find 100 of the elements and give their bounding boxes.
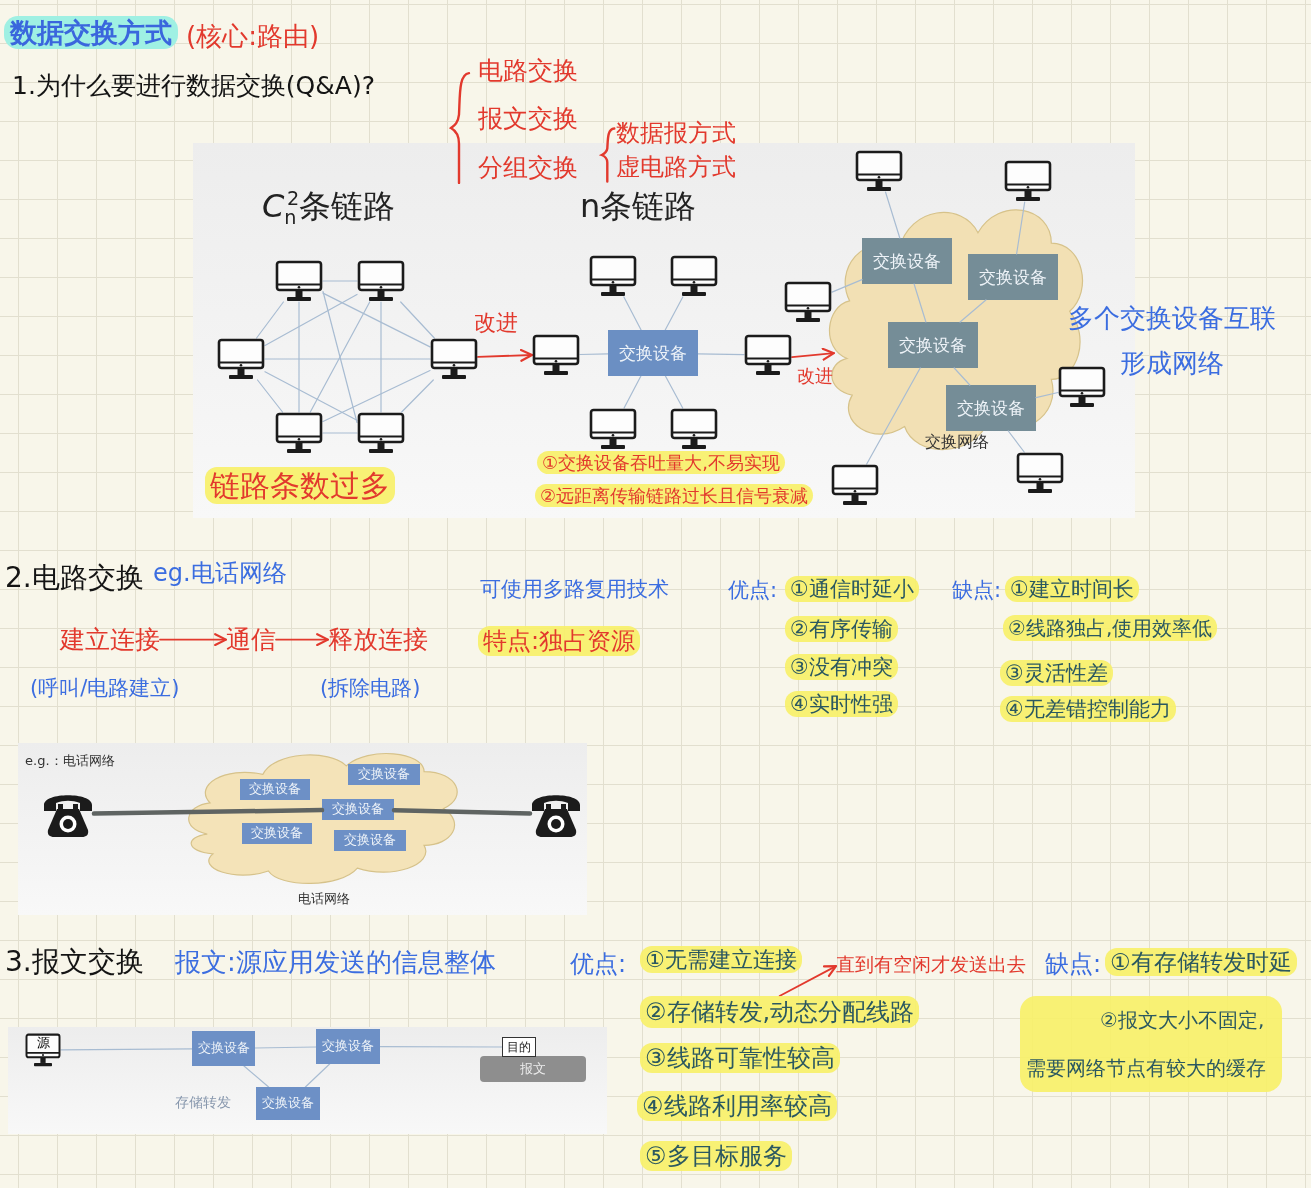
switch-box: 交换设备 [946, 385, 1036, 431]
list-item: ②存储转发,动态分配线路 [640, 996, 920, 1028]
list-item: ②线路独占,使用效率低 [1003, 615, 1218, 641]
switch-box: 交换设备 [968, 254, 1058, 300]
list-heading: 优点: [728, 578, 778, 602]
list-item: ③灵活性差 [1000, 660, 1113, 686]
switch-box: 交换设备 [608, 330, 698, 376]
cloud-label: 电话网络 [297, 890, 351, 908]
arrow [275, 633, 330, 647]
note-text: (拆除电路) [320, 675, 421, 702]
connector-line [256, 301, 284, 339]
connector-line [322, 280, 358, 282]
list-heading: 优点: [570, 950, 627, 978]
connector-line [256, 379, 284, 413]
list-heading: 缺点: [1045, 950, 1102, 978]
connector-line [322, 290, 358, 424]
list-item: ③没有冲突 [785, 654, 898, 680]
computer-icon [357, 412, 405, 454]
switch-box: 交换设备 [322, 799, 394, 820]
computer-icon [670, 255, 718, 297]
connector-line [322, 432, 358, 434]
note-text: eg.电话网络 [153, 559, 287, 587]
connector-line [264, 293, 358, 347]
note-text: 可使用多路复用技术 [480, 577, 669, 601]
computer-icon [1004, 160, 1052, 202]
list-item: 电路交换 [478, 56, 578, 85]
connector-line [664, 296, 684, 331]
switch-box: 交换设备 [862, 238, 952, 284]
step-text: 通信 [226, 624, 276, 656]
diagram-caption: C$_{n}$$^{2}$条链路 [262, 187, 396, 225]
connector-line [254, 1046, 317, 1049]
connector-line [831, 279, 863, 293]
connector-line [264, 371, 358, 421]
switch-box: 交换设备 [348, 764, 420, 785]
diagram-caption: 存储转发 [175, 1094, 231, 1110]
list-item: ①无需建立连接 [640, 946, 802, 973]
computer-icon [357, 260, 405, 302]
switch-box: 交换设备 [256, 1087, 320, 1120]
list-item: 报文交换 [478, 104, 578, 133]
connector-line [579, 353, 609, 356]
arrow [159, 633, 228, 647]
note-text: 特点:独占资源 [478, 626, 641, 656]
connector-line [664, 375, 684, 409]
connector-line [400, 301, 435, 339]
connector-line [953, 367, 971, 386]
message-bar: 报文 [480, 1056, 586, 1082]
computer-icon [589, 255, 637, 297]
connector-line [91, 807, 325, 816]
list-item: ②报文大小不固定,需要网络节点有较大的缓存 [1020, 996, 1282, 1092]
connector-line [623, 296, 642, 331]
edge-label: 改进 [474, 309, 518, 337]
computer-icon [855, 150, 903, 192]
question-text: 1.为什么要进行数据交换(Q&A)? [12, 71, 375, 100]
connector-line [401, 379, 434, 413]
list-item: ⑤多目标服务 [640, 1141, 792, 1171]
computer-icon [1058, 366, 1106, 408]
cloud-label: 交换网络 [924, 432, 990, 453]
connector-line [623, 375, 642, 409]
computer-icon [1016, 452, 1064, 494]
step-text: 释放连接 [328, 624, 428, 656]
switch-box: 交换设备 [316, 1029, 380, 1064]
note-text: 报文:源应用发送的信息整体 [175, 947, 496, 977]
list-item: 虚电路方式 [616, 153, 736, 181]
list-heading: 缺点: [952, 578, 1002, 602]
switch-box: 交换设备 [888, 322, 978, 368]
connector-line [60, 1048, 193, 1051]
list-item: 分组交换 [478, 153, 578, 182]
connector-line [380, 301, 382, 413]
note-text: 链路条数过多 [205, 467, 395, 504]
switch-box: 交换设备 [192, 1031, 255, 1066]
connector-line [959, 299, 987, 323]
note-text: ①交换设备吞吐量大,不易实现 [537, 451, 785, 474]
connector-line [309, 301, 371, 413]
list-item: ①通信时延小 [785, 576, 919, 602]
diagram-caption: n条链路 [580, 187, 697, 225]
connector-line [298, 301, 300, 413]
note-text: ②远距离传输链路过长且信号衰减 [535, 484, 814, 507]
computer-icon [831, 464, 879, 506]
connector-line [913, 283, 927, 323]
connector-line [1016, 201, 1026, 255]
edge-label: 改进 [797, 364, 833, 388]
list-item: ④实时性强 [785, 691, 898, 717]
connector-line [379, 1046, 503, 1048]
connector-line [322, 369, 431, 423]
switch-box: 交换设备 [242, 823, 312, 844]
section-heading: 3.报文交换 [5, 945, 144, 978]
list-item: ④无差错控制能力 [1000, 696, 1176, 722]
annotation-text: 直到有空闲才发送出去 [836, 953, 1026, 977]
computer-icon [275, 260, 323, 302]
connector-line [322, 292, 431, 348]
panel-caption: e.g.：电话网络 [25, 753, 115, 768]
destination-box: 目的 [502, 1037, 536, 1057]
connector-line [1007, 430, 1025, 453]
computer-icon [589, 408, 637, 450]
switch-box: 交换设备 [334, 830, 406, 851]
computer-icon [430, 338, 478, 380]
note-text: (呼叫/电路建立) [30, 675, 180, 702]
connector-line [697, 353, 745, 356]
list-item: ③线路可靠性较高 [640, 1043, 840, 1073]
step-text: 建立连接 [60, 624, 160, 656]
